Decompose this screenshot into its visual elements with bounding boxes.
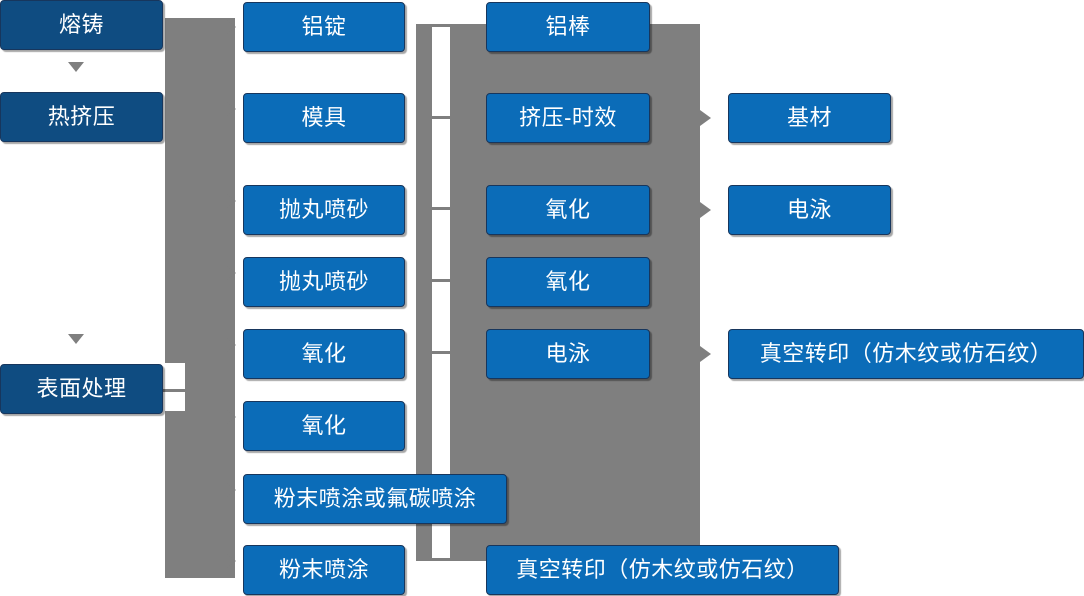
node-muju[interactable]: 模具 <box>243 93 405 143</box>
node-paowan-1[interactable]: 抛丸喷砂 <box>243 185 405 235</box>
node-lubang[interactable]: 铝棒 <box>486 2 650 52</box>
bus-notch-biaomian <box>160 363 185 411</box>
arrow-to-node-ludding <box>225 19 236 35</box>
arrow-to-node-jicai <box>700 110 711 126</box>
connector-bus-stage-to-process <box>165 18 235 578</box>
arrow-to-node-muju <box>225 101 236 117</box>
arrow-to-node-fenmo <box>225 553 236 569</box>
node-dianyong-1[interactable]: 电泳 <box>486 329 650 379</box>
arrow-to-node-dianyong-2 <box>700 202 711 218</box>
tick-process-detail-4 <box>430 279 452 282</box>
node-dianyong-2[interactable]: 电泳 <box>728 185 891 235</box>
node-jicai[interactable]: 基材 <box>728 93 891 143</box>
node-fenmo[interactable]: 粉末喷涂 <box>243 545 405 595</box>
arrow-to-node-fenmo-fluoride <box>225 482 236 498</box>
tick-process-detail-5 <box>430 351 452 354</box>
node-biaomian[interactable]: 表面处理 <box>0 364 163 414</box>
node-yanghua-1[interactable]: 氧化 <box>243 329 405 379</box>
node-rongzhu[interactable]: 熔铸 <box>0 0 163 50</box>
arrow-to-node-zhuanyin-2 <box>700 346 711 362</box>
node-ludding[interactable]: 铝锭 <box>243 2 405 52</box>
arrow-to-node-paowan-2 <box>225 265 236 281</box>
node-yanghua-3[interactable]: 氧化 <box>486 185 650 235</box>
node-paowan-2[interactable]: 抛丸喷砂 <box>243 257 405 307</box>
tick-process-detail-3 <box>430 207 452 210</box>
arrow-to-node-yanghua-1 <box>225 337 236 353</box>
arrow-down-rongzhu <box>68 62 84 72</box>
node-yanghua-4[interactable]: 氧化 <box>486 257 650 307</box>
arrow-to-node-yanghua-2 <box>225 409 236 425</box>
node-rejiya[interactable]: 热挤压 <box>0 92 163 142</box>
node-fenmo-fluoride[interactable]: 粉末喷涂或氟碳喷涂 <box>243 474 507 524</box>
node-jiya-shixiao[interactable]: 挤压-时效 <box>486 93 650 143</box>
connector-biaomian-stub <box>163 389 187 392</box>
tick-process-detail-2 <box>430 116 452 119</box>
tick-process-detail-6 <box>430 558 452 561</box>
connector-bus-process-to-detail <box>416 24 432 561</box>
tick-process-detail-1 <box>416 24 450 27</box>
node-yanghua-2[interactable]: 氧化 <box>243 401 405 451</box>
node-zhuanyin-1[interactable]: 真空转印（仿木纹或仿石纹） <box>486 545 839 595</box>
arrow-to-node-paowan-1 <box>225 193 236 209</box>
node-zhuanyin-2[interactable]: 真空转印（仿木纹或仿石纹） <box>728 329 1084 379</box>
arrow-down-rejiya <box>68 334 84 344</box>
